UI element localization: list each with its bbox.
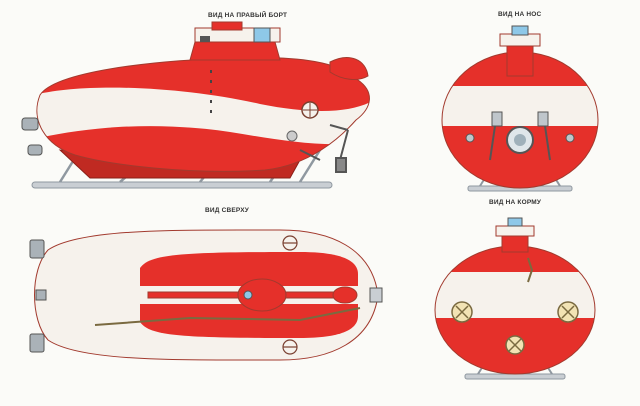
label-stern-view: ВИД НА КОРМУ (489, 199, 542, 206)
bow-conning-tower (499, 25, 541, 77)
top-hatches (282, 235, 298, 355)
starboard-conning-tower (189, 21, 281, 61)
stern-thrusters (451, 301, 579, 355)
bow-lights (465, 111, 575, 143)
starboard-bow-dome (329, 57, 369, 80)
starboard-draft-marks (210, 70, 212, 113)
stern-cable (527, 257, 534, 283)
starboard-view (21, 21, 370, 189)
stern-conning-tower (495, 217, 535, 253)
bow-manipulators (489, 125, 551, 161)
starboard-stern-thrusters (21, 117, 43, 156)
label-bow-view: ВИД НА НОС (498, 11, 542, 18)
stern-view (434, 217, 596, 380)
top-view (29, 229, 383, 361)
label-top-view: ВИД СВЕРХУ (205, 207, 249, 214)
starboard-viewport (286, 130, 298, 142)
label-starboard-view: ВИД НА ПРАВЫЙ БОРТ (208, 12, 288, 19)
top-center-spine (147, 278, 358, 312)
bow-view (441, 25, 599, 192)
top-manipulator-rod (94, 307, 361, 326)
top-stern-thrusters (29, 239, 47, 353)
starboard-hull (36, 57, 370, 172)
starboard-manipulator (299, 124, 349, 173)
